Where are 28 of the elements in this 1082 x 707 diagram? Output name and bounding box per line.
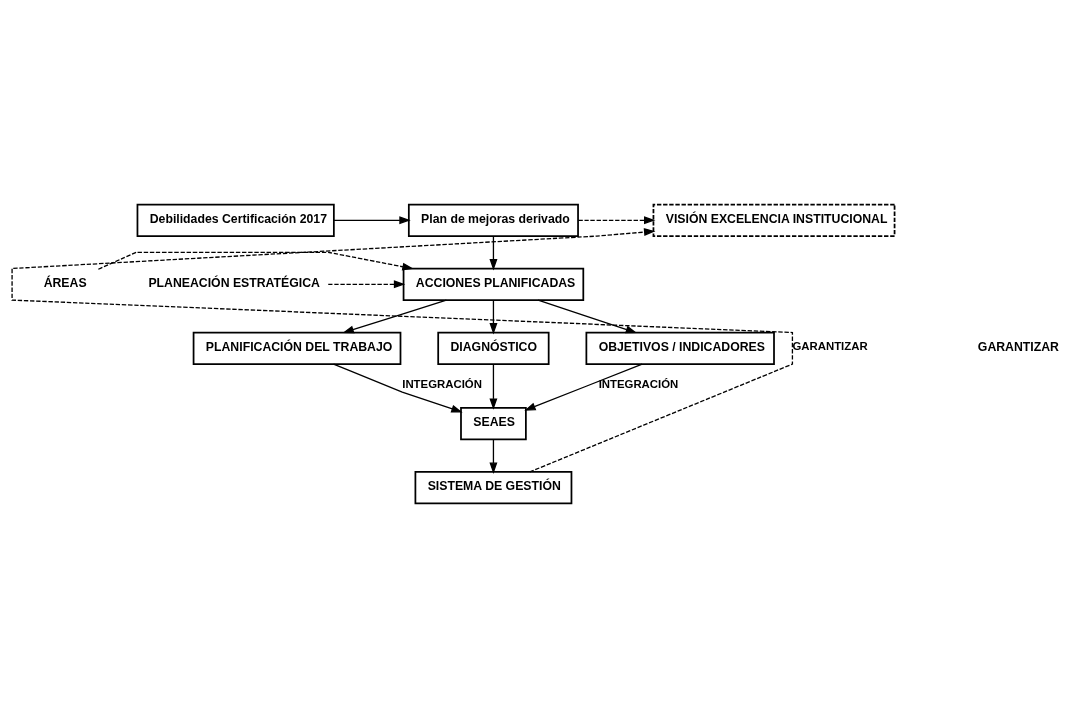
edge-label: INTEGRACIÓN (598, 377, 679, 390)
arrow (577, 215, 656, 224)
node-text: PLANEACIÓN ESTRATÉGICA (148, 275, 320, 290)
arrow (524, 363, 643, 411)
node-box: SEAES (460, 406, 527, 440)
arrow (342, 298, 448, 333)
arrow (537, 298, 638, 333)
node-box: Plan de mejoras derivado (407, 203, 579, 237)
arrow (333, 215, 411, 224)
node-box: OBJETIVOS / INDICADORES (585, 331, 775, 365)
arrow (489, 299, 498, 334)
node-box: DIAGNÓSTICO (437, 331, 550, 365)
arrow (489, 438, 498, 474)
node-box: Debilidades Certificación 2017 (136, 203, 335, 237)
arrow (327, 279, 406, 288)
edge-label: GARANTIZAR (792, 339, 868, 352)
arrow (489, 235, 498, 270)
arrow (489, 363, 498, 410)
node-box: ACCIONES PLANIFICADAS (402, 267, 585, 301)
node-text: ÁREAS (43, 275, 87, 290)
label: GARANTIZAR (977, 339, 1059, 354)
node-box: SISTEMA DE GESTIÓN (414, 470, 573, 504)
arrow (332, 362, 463, 413)
arrow (97, 251, 414, 271)
arrow (11, 227, 794, 473)
node-box: PLANIFICACIÓN DEL TRABAJO (192, 331, 402, 365)
edge-label: INTEGRACIÓN (402, 377, 482, 390)
node-box: VISIÓN EXCELENCIA INSTITUCIONAL (652, 203, 896, 237)
